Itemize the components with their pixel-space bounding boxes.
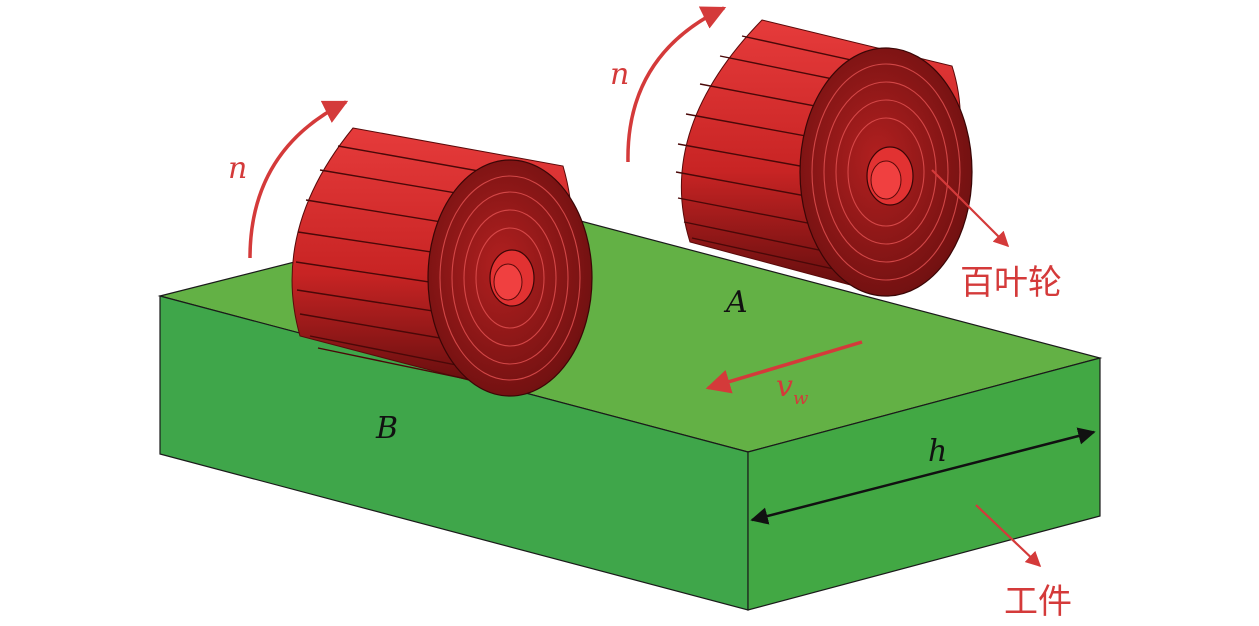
velocity-arrow	[705, 340, 863, 394]
label-velocity-sub: w	[793, 388, 809, 409]
flap-wheel-left	[291, 127, 593, 397]
label-velocity-main: v	[776, 369, 793, 404]
wheel-face-spiral	[439, 175, 581, 381]
rotation-arrow-right	[626, 6, 727, 163]
label-point-b: B	[375, 411, 398, 446]
wheel-bore	[493, 263, 523, 301]
label-width: h	[928, 434, 947, 469]
workpiece-leader-line	[975, 504, 1042, 568]
label-n-left: n	[228, 151, 247, 186]
wheel-leader-line	[931, 169, 1010, 248]
label-n-right: n	[610, 57, 629, 92]
label-velocity: vw	[776, 369, 809, 409]
label-point-a: A	[723, 285, 748, 320]
width-dimension-arrow	[750, 427, 1096, 525]
flap-wheel-right	[675, 19, 973, 297]
rotation-arrow-left	[248, 100, 349, 259]
label-workpiece: 工件	[1004, 582, 1072, 622]
wheel-face-spiral	[811, 63, 961, 281]
label-wheel: 百叶轮	[960, 263, 1062, 303]
wheel-bore	[870, 160, 902, 200]
